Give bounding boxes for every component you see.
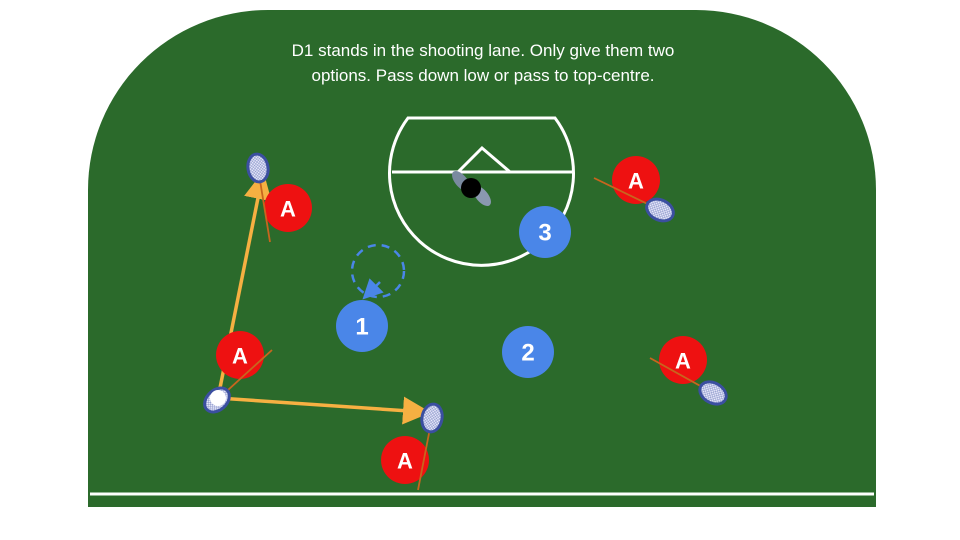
attacker-marker — [659, 336, 707, 384]
defender-3: 3 — [519, 206, 571, 258]
defender-marker — [336, 300, 388, 352]
defender-marker — [502, 326, 554, 378]
d1-move-arrow — [362, 278, 384, 300]
d1-target-position — [350, 243, 406, 299]
lacrosse-stick — [593, 177, 675, 223]
stick-head — [246, 152, 270, 184]
pass-arrow-low — [217, 396, 431, 425]
crease — [388, 116, 575, 267]
attacker-marker — [264, 184, 312, 232]
attacker: A — [381, 436, 429, 484]
attacker-marker — [381, 436, 429, 484]
attacker-label: A — [628, 169, 644, 194]
lacrosse-stick — [649, 357, 728, 406]
defender-label: 1 — [355, 314, 368, 341]
lacrosse-stick — [417, 402, 444, 491]
attackers: A A A A A — [216, 156, 707, 484]
lacrosse-stick — [246, 152, 271, 243]
defender-marker — [519, 206, 571, 258]
defender-2: 2 — [502, 326, 554, 378]
attacker-label: A — [675, 349, 691, 374]
defenders: 1 2 3 — [336, 206, 571, 378]
attacker: A — [216, 331, 264, 379]
goalie — [452, 171, 491, 206]
defender-1: 1 — [336, 300, 388, 352]
stick-head — [698, 380, 728, 406]
stick-head — [420, 402, 444, 434]
attacker-label: A — [232, 344, 248, 369]
defender-label: 2 — [521, 340, 534, 367]
attacker: A — [264, 184, 312, 232]
attacker-label: A — [397, 449, 413, 474]
ball — [210, 390, 226, 406]
stick-head — [645, 197, 675, 223]
attacker: A — [612, 156, 660, 204]
sticks — [203, 152, 728, 491]
attacker: A — [659, 336, 707, 384]
caption: D1 stands in the shooting lane. Only giv… — [291, 41, 675, 85]
defender-label: 3 — [538, 220, 551, 247]
attacker-label: A — [280, 197, 296, 222]
